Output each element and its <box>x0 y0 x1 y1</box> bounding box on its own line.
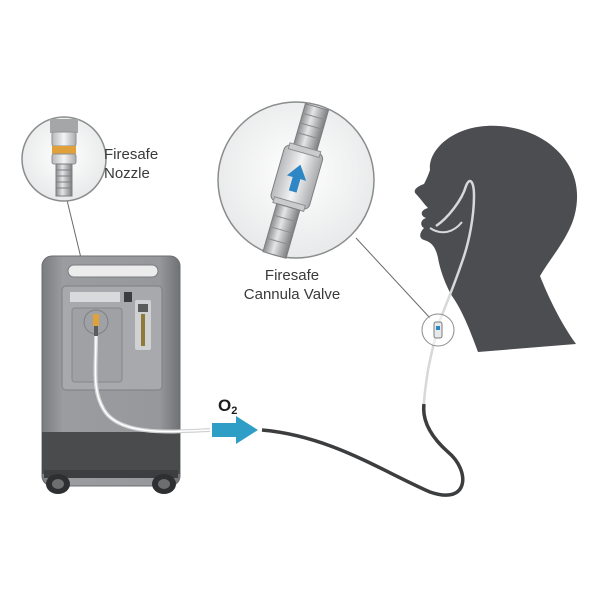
oxygen-concentrator <box>41 255 181 494</box>
cannula-tubing <box>422 179 476 405</box>
dark-tubing <box>261 403 465 497</box>
firesafe-cannula-valve-label: Firesafe Cannula Valve <box>222 266 362 304</box>
valve-flow-arrow-icon <box>286 164 307 193</box>
firesafe-nozzle-zoom <box>21 116 107 202</box>
concentrator-handle <box>67 264 159 278</box>
caster-wheel-right <box>152 474 176 494</box>
caster-wheel-left <box>46 474 70 494</box>
valve-label-line-2: Cannula Valve <box>243 286 341 303</box>
oxygen-subscript: 2 <box>231 405 238 417</box>
nozzle-label-line-2: Nozzle <box>104 165 150 182</box>
flow-arrow-icon <box>212 416 258 444</box>
oxygen-symbol: O <box>218 396 232 415</box>
concentrator-base <box>42 432 180 474</box>
oxygen-label: O2 <box>218 396 237 417</box>
patient-silhouette <box>414 125 578 352</box>
valve-label-line-1: Firesafe <box>264 267 320 284</box>
valve-leader-line <box>355 237 431 319</box>
nozzle-label-line-1: Firesafe <box>104 146 159 163</box>
firesafe-nozzle-label: Firesafe Nozzle <box>104 145 158 183</box>
firesafe-cannula-valve-zoom <box>217 101 375 259</box>
cannula-valve-callout <box>421 313 455 347</box>
